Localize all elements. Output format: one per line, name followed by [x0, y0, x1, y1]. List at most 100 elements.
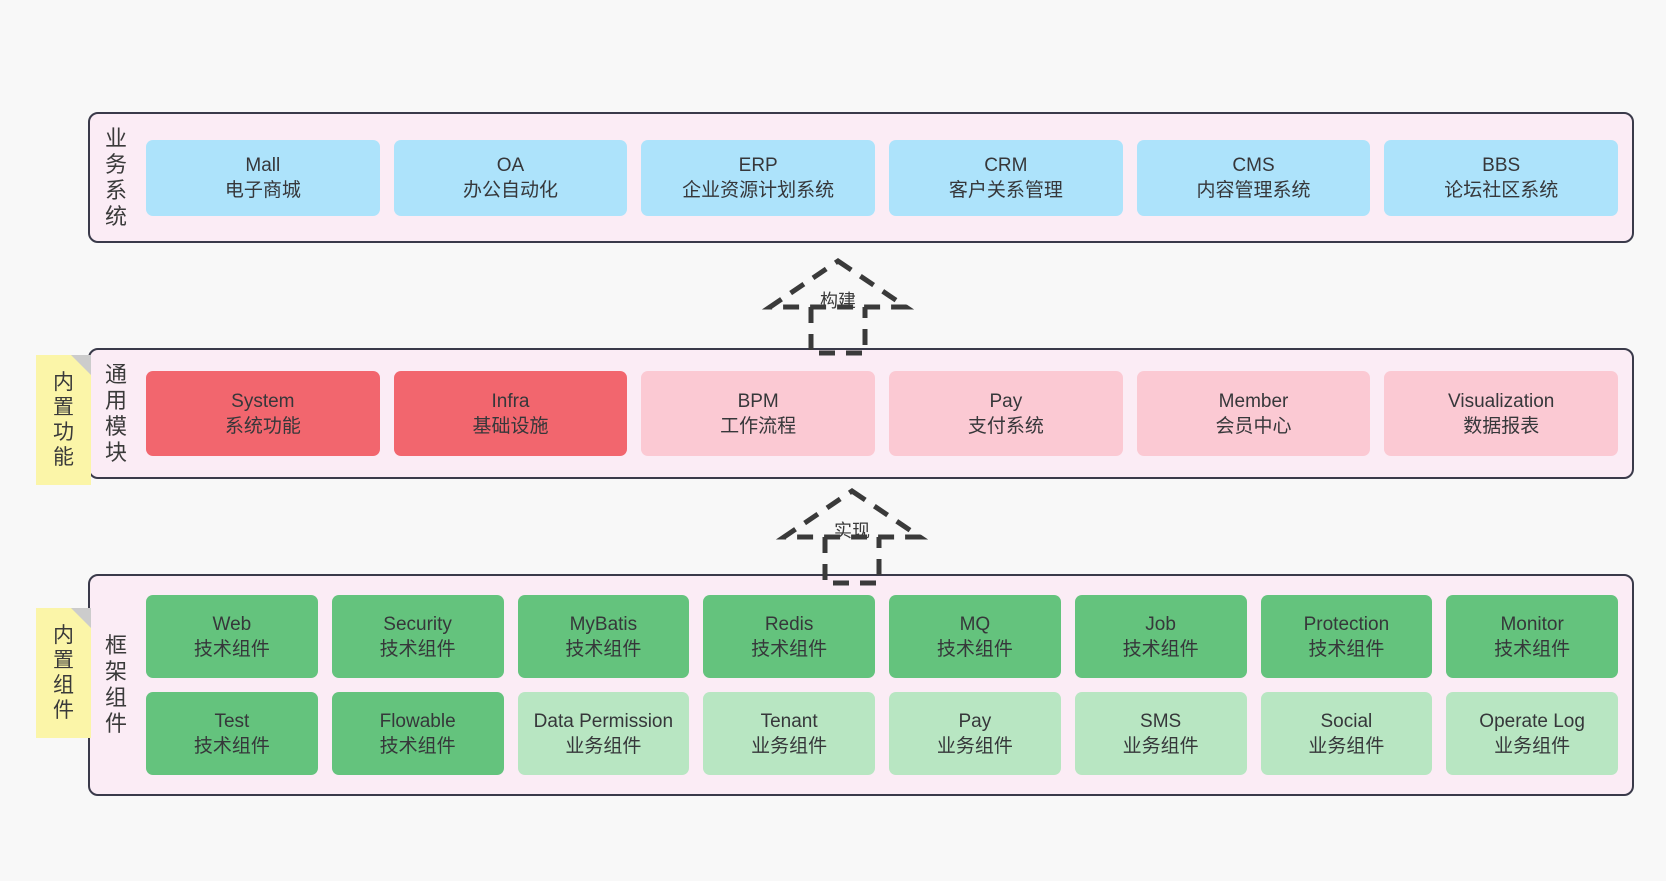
card-subtitle: 技术组件 — [1494, 638, 1571, 660]
card-data-permission[interactable]: Data Permission 业务组件 — [517, 692, 690, 775]
label-char-3: 件 — [53, 699, 74, 722]
card-title: Monitor — [1500, 613, 1564, 635]
card-operate-log[interactable]: Operate Log 业务组件 — [1446, 692, 1618, 775]
label-char-0: 框 — [104, 633, 127, 658]
note-fold-corner-icon — [71, 355, 91, 375]
card-subtitle: 业务组件 — [565, 735, 642, 757]
card-job[interactable]: Job 技术组件 — [1074, 595, 1247, 678]
card-title: Protection — [1303, 613, 1390, 635]
label-char-0: 内 — [53, 624, 74, 647]
implement-arrow: 实现 — [772, 487, 932, 587]
card-title: Test — [214, 710, 250, 732]
card-title: Social — [1320, 710, 1373, 732]
card-title: Mall — [245, 154, 281, 176]
build-arrow-stem — [808, 307, 868, 356]
card-redis[interactable]: Redis 技术组件 — [703, 595, 875, 678]
label-char-2: 系 — [104, 177, 127, 203]
card-title: Data Permission — [533, 710, 674, 732]
card-bpm[interactable]: BPM 工作流程 — [641, 371, 876, 456]
label-char-1: 用 — [104, 387, 127, 413]
card-title: Tenant — [760, 710, 818, 732]
card-subtitle: 技术组件 — [1122, 638, 1199, 660]
card-title: MyBatis — [569, 613, 638, 635]
label-char-1: 务 — [104, 151, 127, 177]
card-monitor[interactable]: Monitor 技术组件 — [1446, 595, 1618, 678]
build-arrow-head — [761, 257, 915, 310]
label-char-3: 块 — [104, 439, 127, 465]
card-title: Web — [212, 613, 252, 635]
card-tenant[interactable]: Tenant 业务组件 — [703, 692, 875, 775]
section-label-common-modules: 通用模块 — [90, 350, 142, 477]
card-subtitle: 内容管理系统 — [1196, 179, 1311, 201]
card-title: Pay — [958, 710, 992, 732]
label-char-1: 置 — [53, 649, 74, 672]
label-char-3: 件 — [104, 711, 127, 736]
label-char-1: 置 — [53, 396, 74, 419]
card-subtitle: 客户关系管理 — [948, 179, 1063, 201]
card-subtitle: 业务组件 — [751, 735, 828, 757]
label-char-3: 能 — [53, 446, 74, 469]
card-title: Operate Log — [1479, 710, 1585, 732]
card-title: BBS — [1482, 154, 1521, 176]
card-subtitle: 数据报表 — [1463, 415, 1540, 437]
card-mybatis[interactable]: MyBatis 技术组件 — [517, 595, 690, 678]
label-char-1: 架 — [104, 659, 127, 684]
note-builtin-functions: 内置功能 — [36, 355, 91, 485]
card-subtitle: 工作流程 — [720, 415, 797, 437]
card-bbs[interactable]: BBS 论坛社区系统 — [1384, 139, 1619, 216]
note-fold-corner-icon — [71, 608, 91, 628]
card-subtitle: 技术组件 — [379, 735, 456, 757]
card-subtitle: 技术组件 — [751, 638, 828, 660]
card-title: BPM — [737, 390, 779, 412]
card-title: Member — [1218, 390, 1289, 412]
card-title: Security — [383, 613, 452, 635]
card-subtitle: 技术组件 — [565, 638, 642, 660]
card-subtitle: 业务组件 — [1494, 735, 1571, 757]
card-title: CMS — [1232, 154, 1275, 176]
card-subtitle: 论坛社区系统 — [1444, 179, 1559, 201]
card-subtitle: 业务组件 — [1122, 735, 1199, 757]
card-subtitle: 电子商城 — [224, 179, 301, 201]
card-cms[interactable]: CMS 内容管理系统 — [1136, 139, 1371, 216]
card-subtitle: 办公自动化 — [463, 179, 559, 201]
card-title: Redis — [764, 613, 814, 635]
implement-arrow-head — [775, 487, 929, 540]
card-title: System — [231, 390, 295, 412]
card-title: ERP — [738, 154, 778, 176]
card-sms[interactable]: SMS 业务组件 — [1074, 692, 1247, 775]
section-label-framework-components: 框架组件 — [90, 576, 142, 794]
card-subtitle: 支付系统 — [967, 415, 1044, 437]
card-title: Infra — [491, 390, 530, 412]
note-builtin-components: 内置组件 — [36, 608, 91, 738]
card-title: SMS — [1140, 710, 1182, 732]
card-mall[interactable]: Mall 电子商城 — [146, 139, 380, 216]
label-char-2: 组 — [53, 674, 74, 697]
card-title: Job — [1145, 613, 1176, 635]
